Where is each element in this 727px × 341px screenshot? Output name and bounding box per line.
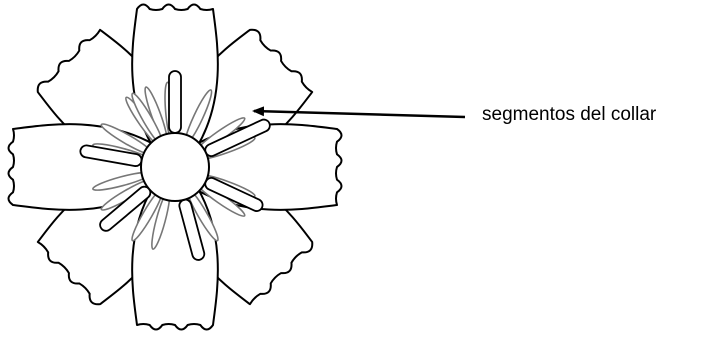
flower-center — [140, 132, 210, 202]
collar-segments — [79, 70, 271, 261]
outer-petal — [175, 167, 314, 306]
outer-petal — [36, 28, 175, 167]
collar-segments-label: segmentos del collar — [482, 104, 657, 125]
collar-segment — [168, 70, 182, 134]
pointer-arrow — [252, 106, 466, 119]
outer-petal — [175, 28, 314, 167]
outer-petal — [7, 123, 156, 211]
outer-petal — [131, 186, 219, 331]
